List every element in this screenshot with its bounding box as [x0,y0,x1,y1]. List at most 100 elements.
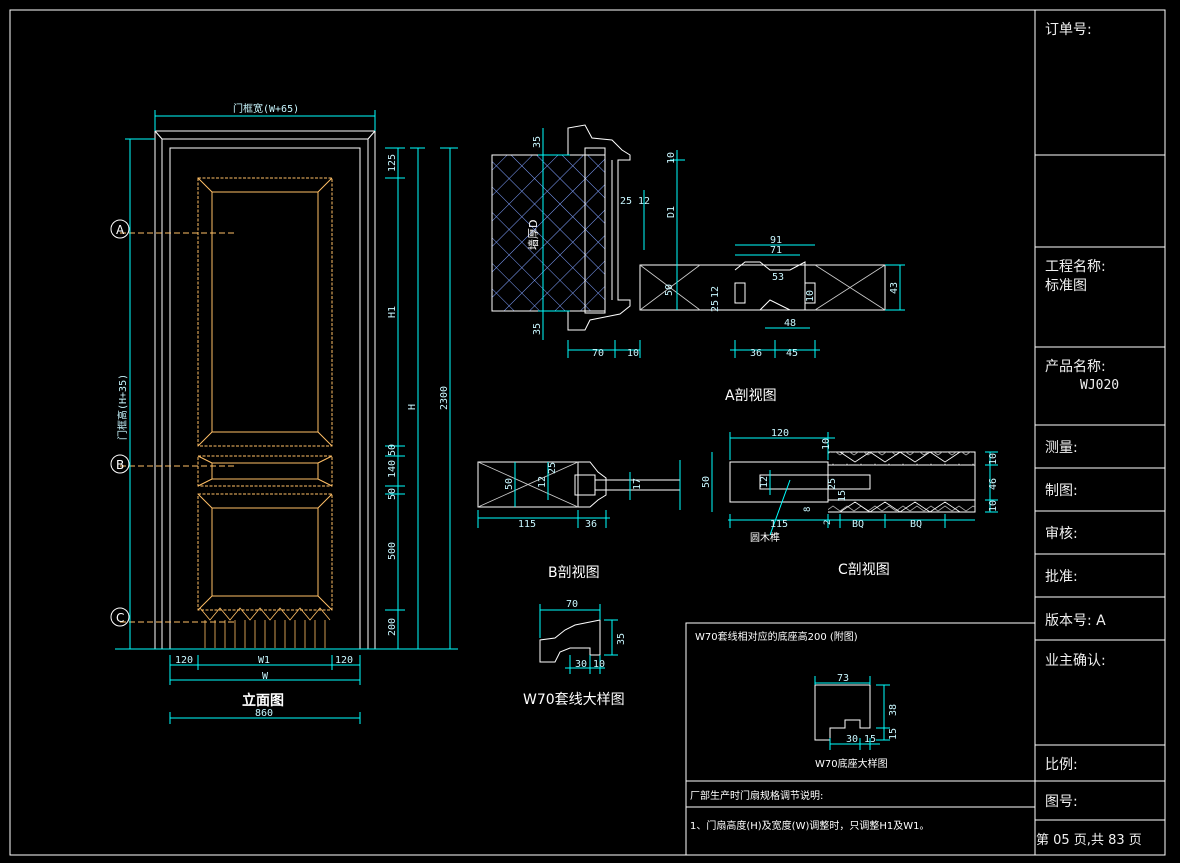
a-dim-d1: D1 [666,206,677,218]
dim-h: H [407,404,418,410]
a-dim-70: 70 [592,348,604,359]
marker-a: A [116,223,125,237]
dowel-label: 圆木榫 [750,531,780,544]
a-dim-25b: 25 [710,300,721,312]
c-dim-bq2: BQ [910,519,922,530]
b-dim-17: 17 [632,478,643,490]
section-b-drawing [477,461,680,508]
dim-w1: W1 [258,655,270,666]
section-c-drawing [729,451,976,513]
c-dim-10a: 10 [821,438,832,450]
c-dim-115: 115 [770,519,788,530]
b-dim-25: 25 [547,462,558,474]
a-dim-12a: 12 [638,196,650,207]
dim-200: 200 [387,618,398,636]
c-dim-12: 12 [759,476,770,488]
section-b-dimensions [477,460,681,528]
c-dim-10b: 10 [988,453,999,465]
product-name-value: WJ020 [1080,378,1120,393]
c-dim-8: 8 [803,507,813,512]
a-dim-50: 50 [664,284,675,296]
draft-label: 制图: [1045,483,1078,499]
sheet-border [9,9,1166,856]
base-detail-heading: W70套线相对应的底座高200 (附图) [695,630,858,643]
dim-120a: 120 [175,655,193,666]
review-label: 审核: [1045,526,1078,542]
b-dim-12: 12 [537,476,548,488]
dim-500: 500 [387,542,398,560]
section-b-caption: B剖视图 [548,565,600,581]
c-dim-bq1: BQ [852,519,864,530]
w70-caption: W70套线大样图 [523,692,625,708]
order-no-label: 订单号: [1045,22,1092,38]
a-dim-10c: 10 [627,348,639,359]
w70-dim-70: 70 [566,599,578,610]
w70-dim-30: 30 [575,659,587,670]
marker-b: B [116,458,124,472]
section-c-caption: C剖视图 [838,562,890,578]
base-dim-15b: 15 [864,734,876,745]
dim-125: 125 [387,154,398,172]
dim-2300: 2300 [439,386,450,410]
dim-860: 860 [255,708,273,719]
a-dim-36: 36 [750,348,762,359]
w70-dim-10: 10 [593,659,605,670]
scale-label: 比例: [1045,757,1078,773]
door-elevation [110,130,376,650]
dim-50a: 50 [387,444,398,456]
section-a-drawing [491,124,886,331]
dim-50b: 50 [387,488,398,500]
drawing-no-label: 图号: [1045,794,1078,810]
dim-h1: H1 [387,306,398,318]
dim-140: 140 [387,460,398,478]
frame-height-label: 门框高(H+35) [116,374,129,440]
base-detail-drawing [814,684,871,741]
page-info: 第 05 页,共 83 页 [1036,833,1142,848]
base-detail-dimensions [814,676,890,750]
a-dim-48: 48 [784,318,796,329]
a-dim-43: 43 [889,282,900,294]
w70-dim-35: 35 [616,633,627,645]
notes-line-1: 1、门扇高度(H)及宽度(W)调整时，只调整H1及W1。 [690,819,930,832]
c-dim-2: 2 [823,520,833,525]
a-dim-10b: 10 [805,290,816,302]
base-caption: W70底座大样图 [815,757,888,770]
dim-w: W [262,671,269,682]
notes-heading: 厂部生产时门扇规格调节说明: [690,789,823,802]
a-dim-35a: 35 [532,136,543,148]
a-dim-12b: 12 [710,286,721,298]
a-dim-71: 71 [770,245,782,256]
base-dim-38: 38 [888,704,899,716]
a-dim-45: 45 [786,348,798,359]
c-dim-15: 15 [837,490,848,502]
b-dim-50: 50 [504,478,515,490]
notes-box [685,622,1036,856]
approve-label: 批准: [1045,569,1078,585]
project-name-value: 标准图 [1045,278,1087,294]
section-a-dimensions [538,128,905,358]
base-dim-15a: 15 [888,728,899,740]
c-dim-10c: 10 [988,500,999,512]
c-dim-46: 46 [988,478,999,490]
a-dim-91: 91 [770,235,782,246]
a-dim-35b: 35 [532,323,543,335]
c-dim-120: 120 [771,428,789,439]
elevation-caption: 立面图 [242,692,284,709]
b-dim-115: 115 [518,519,536,530]
base-dim-73: 73 [837,673,849,684]
project-name-label: 工程名称: [1045,259,1106,275]
marker-c: C [116,611,124,625]
section-c-dimensions [711,432,998,536]
c-dim-25: 25 [827,478,838,490]
c-dim-50: 50 [701,476,712,488]
wall-label: 墙厚D [526,220,540,250]
base-dim-30: 30 [846,734,858,745]
version-label: 版本号: A [1045,613,1106,629]
section-a-caption: A剖视图 [725,388,777,404]
a-dim-25: 25 [620,196,632,207]
owner-confirm-label: 业主确认: [1045,653,1106,669]
measure-label: 测量: [1045,440,1078,456]
frame-width-label: 门框宽(W+65) [233,102,299,115]
dim-120b: 120 [335,655,353,666]
